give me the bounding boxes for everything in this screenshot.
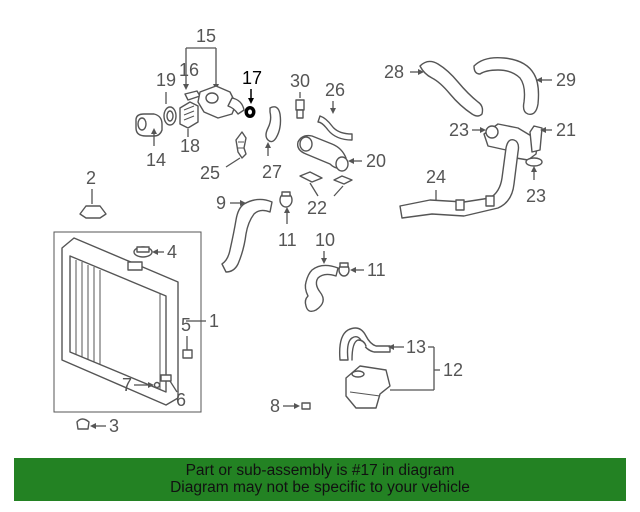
radiator-hose-part-9 — [221, 198, 273, 273]
thermostat-part-18 — [179, 101, 199, 129]
callout-18: 18 — [180, 136, 200, 156]
callout-2: 2 — [86, 168, 96, 188]
callout-3: 3 — [109, 416, 119, 436]
parts-diagram: 1 4 5 6 7 2 3 15 16 19 14 — [53, 26, 576, 436]
banner-line-1: Part or sub-assembly is #17 in diagram — [185, 462, 455, 479]
callout-23b: 23 — [526, 186, 546, 206]
radiator-cap-part — [133, 246, 153, 258]
callout-4: 4 — [167, 242, 177, 262]
callout-17: 17 — [242, 68, 262, 88]
callout-12: 12 — [443, 360, 463, 380]
callout-23a: 23 — [449, 120, 469, 140]
hose-part-29 — [473, 56, 540, 115]
callout-11b: 11 — [367, 260, 386, 280]
reservoir-hose-part-13 — [338, 327, 391, 361]
callout-11a: 11 — [278, 230, 297, 250]
callout-10: 10 — [315, 230, 335, 250]
callout-27: 27 — [262, 162, 282, 182]
drain-cock-part — [182, 349, 193, 359]
gasket-part-16 — [184, 90, 201, 101]
callout-19: 19 — [156, 70, 176, 90]
callout-30: 30 — [290, 71, 310, 91]
clamp-part-11b — [338, 262, 350, 277]
callout-25: 25 — [200, 163, 220, 183]
callout-29: 29 — [556, 70, 576, 90]
o-ring-part-7 — [153, 381, 161, 389]
callout-9: 9 — [216, 193, 226, 213]
bypass-pipe-part-25 — [235, 131, 247, 159]
callout-21: 21 — [556, 120, 576, 140]
bolt-part-30 — [295, 99, 305, 119]
callout-5: 5 — [181, 315, 191, 335]
callout-22: 22 — [307, 198, 327, 218]
callout-28: 28 — [384, 62, 404, 82]
water-inlet-part-14 — [135, 113, 163, 137]
bracket-part-2 — [79, 205, 107, 219]
callout-8: 8 — [270, 396, 280, 416]
callout-13: 13 — [406, 337, 426, 357]
callout-26: 26 — [325, 80, 345, 100]
callout-16: 16 — [179, 60, 199, 80]
banner-line-2: Diagram may not be specific to your vehi… — [170, 479, 470, 496]
water-pipe-part-20 — [296, 134, 349, 172]
hose-part-28 — [419, 60, 484, 117]
cushion-part-3 — [76, 418, 90, 430]
water-outlet-part-15 — [197, 85, 245, 119]
coolant-reservoir-part — [345, 365, 391, 409]
callout-1: 1 — [209, 311, 219, 331]
clamp-part-11a — [279, 191, 293, 208]
radiator-assembly-box — [53, 231, 202, 413]
drain-plug-part — [160, 374, 172, 382]
radiator-hose-part-10 — [304, 264, 339, 313]
gasket-part-22a — [299, 171, 323, 183]
gasket-part-23b — [525, 157, 543, 167]
callout-24: 24 — [426, 167, 446, 187]
hose-part-27 — [265, 106, 282, 143]
callout-6: 6 — [176, 390, 186, 410]
radiator-part — [61, 237, 179, 406]
info-banner: Part or sub-assembly is #17 in diagram D… — [14, 458, 626, 501]
callout-7: 7 — [122, 375, 132, 395]
callout-14: 14 — [146, 150, 166, 170]
bolt-part-8 — [301, 402, 311, 410]
hose-part-26 — [317, 115, 353, 141]
gasket-part-22b — [333, 175, 353, 185]
callout-15: 15 — [196, 26, 216, 46]
callout-20: 20 — [366, 151, 386, 171]
